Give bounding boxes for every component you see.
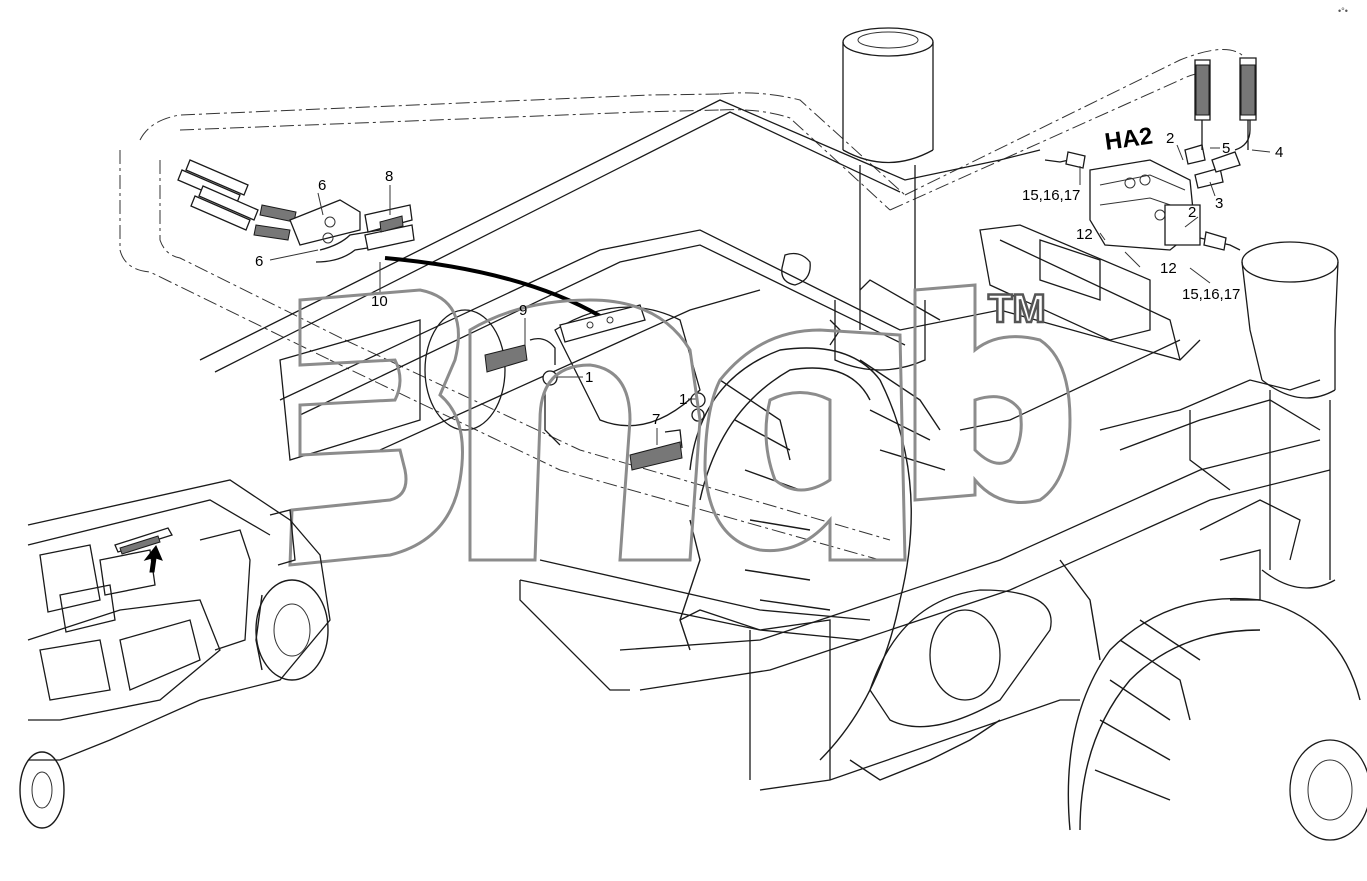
callout-9: 9 xyxy=(519,302,527,319)
hydraulic-cylinder-right xyxy=(1241,241,1339,589)
callout-labels: 6 8 6 10 9 1 1 7 2 5 4 15,16,17 3 2 12 1… xyxy=(255,130,1283,428)
front-tyre xyxy=(679,347,1001,781)
callout-1-right: 1 xyxy=(679,391,687,408)
callout-10: 10 xyxy=(371,293,388,310)
watermark: TM xyxy=(288,283,1072,567)
rear-tyre xyxy=(1059,559,1367,841)
callout-8: 8 xyxy=(385,168,393,185)
callout-2-lower: 2 xyxy=(1188,204,1196,221)
section-label-ha2: HA2 xyxy=(1103,123,1154,156)
callout-1-left: 1 xyxy=(585,369,593,386)
callout-5: 5 xyxy=(1222,140,1230,157)
hose-assembly-left xyxy=(177,159,415,263)
callout-3: 3 xyxy=(1215,195,1223,212)
callout-15-16-17-lower: 15,16,17 xyxy=(1182,286,1240,303)
callout-4: 4 xyxy=(1275,144,1283,161)
callout-6-lower: 6 xyxy=(255,253,263,270)
valve-block-ha2 xyxy=(1044,57,1257,251)
main-frame xyxy=(199,99,1331,791)
center-fittings xyxy=(484,252,841,471)
callout-6-upper: 6 xyxy=(318,177,326,194)
up-arrow-icon xyxy=(143,545,163,573)
leader-curve-10 xyxy=(384,256,601,318)
leader-lines xyxy=(269,144,1271,445)
machine-overview-inset xyxy=(19,479,331,829)
callout-12-right: 12 xyxy=(1160,260,1177,277)
callout-2-upper: 2 xyxy=(1166,130,1174,147)
trademark-mark: TM xyxy=(988,287,1046,331)
chassis-dashed-outline xyxy=(119,49,1246,561)
callout-12-left: 12 xyxy=(1076,226,1093,243)
callout-15-16-17-upper: 15,16,17 xyxy=(1022,187,1080,204)
corner-mark: •°• xyxy=(1338,6,1348,16)
callout-7: 7 xyxy=(652,411,660,428)
